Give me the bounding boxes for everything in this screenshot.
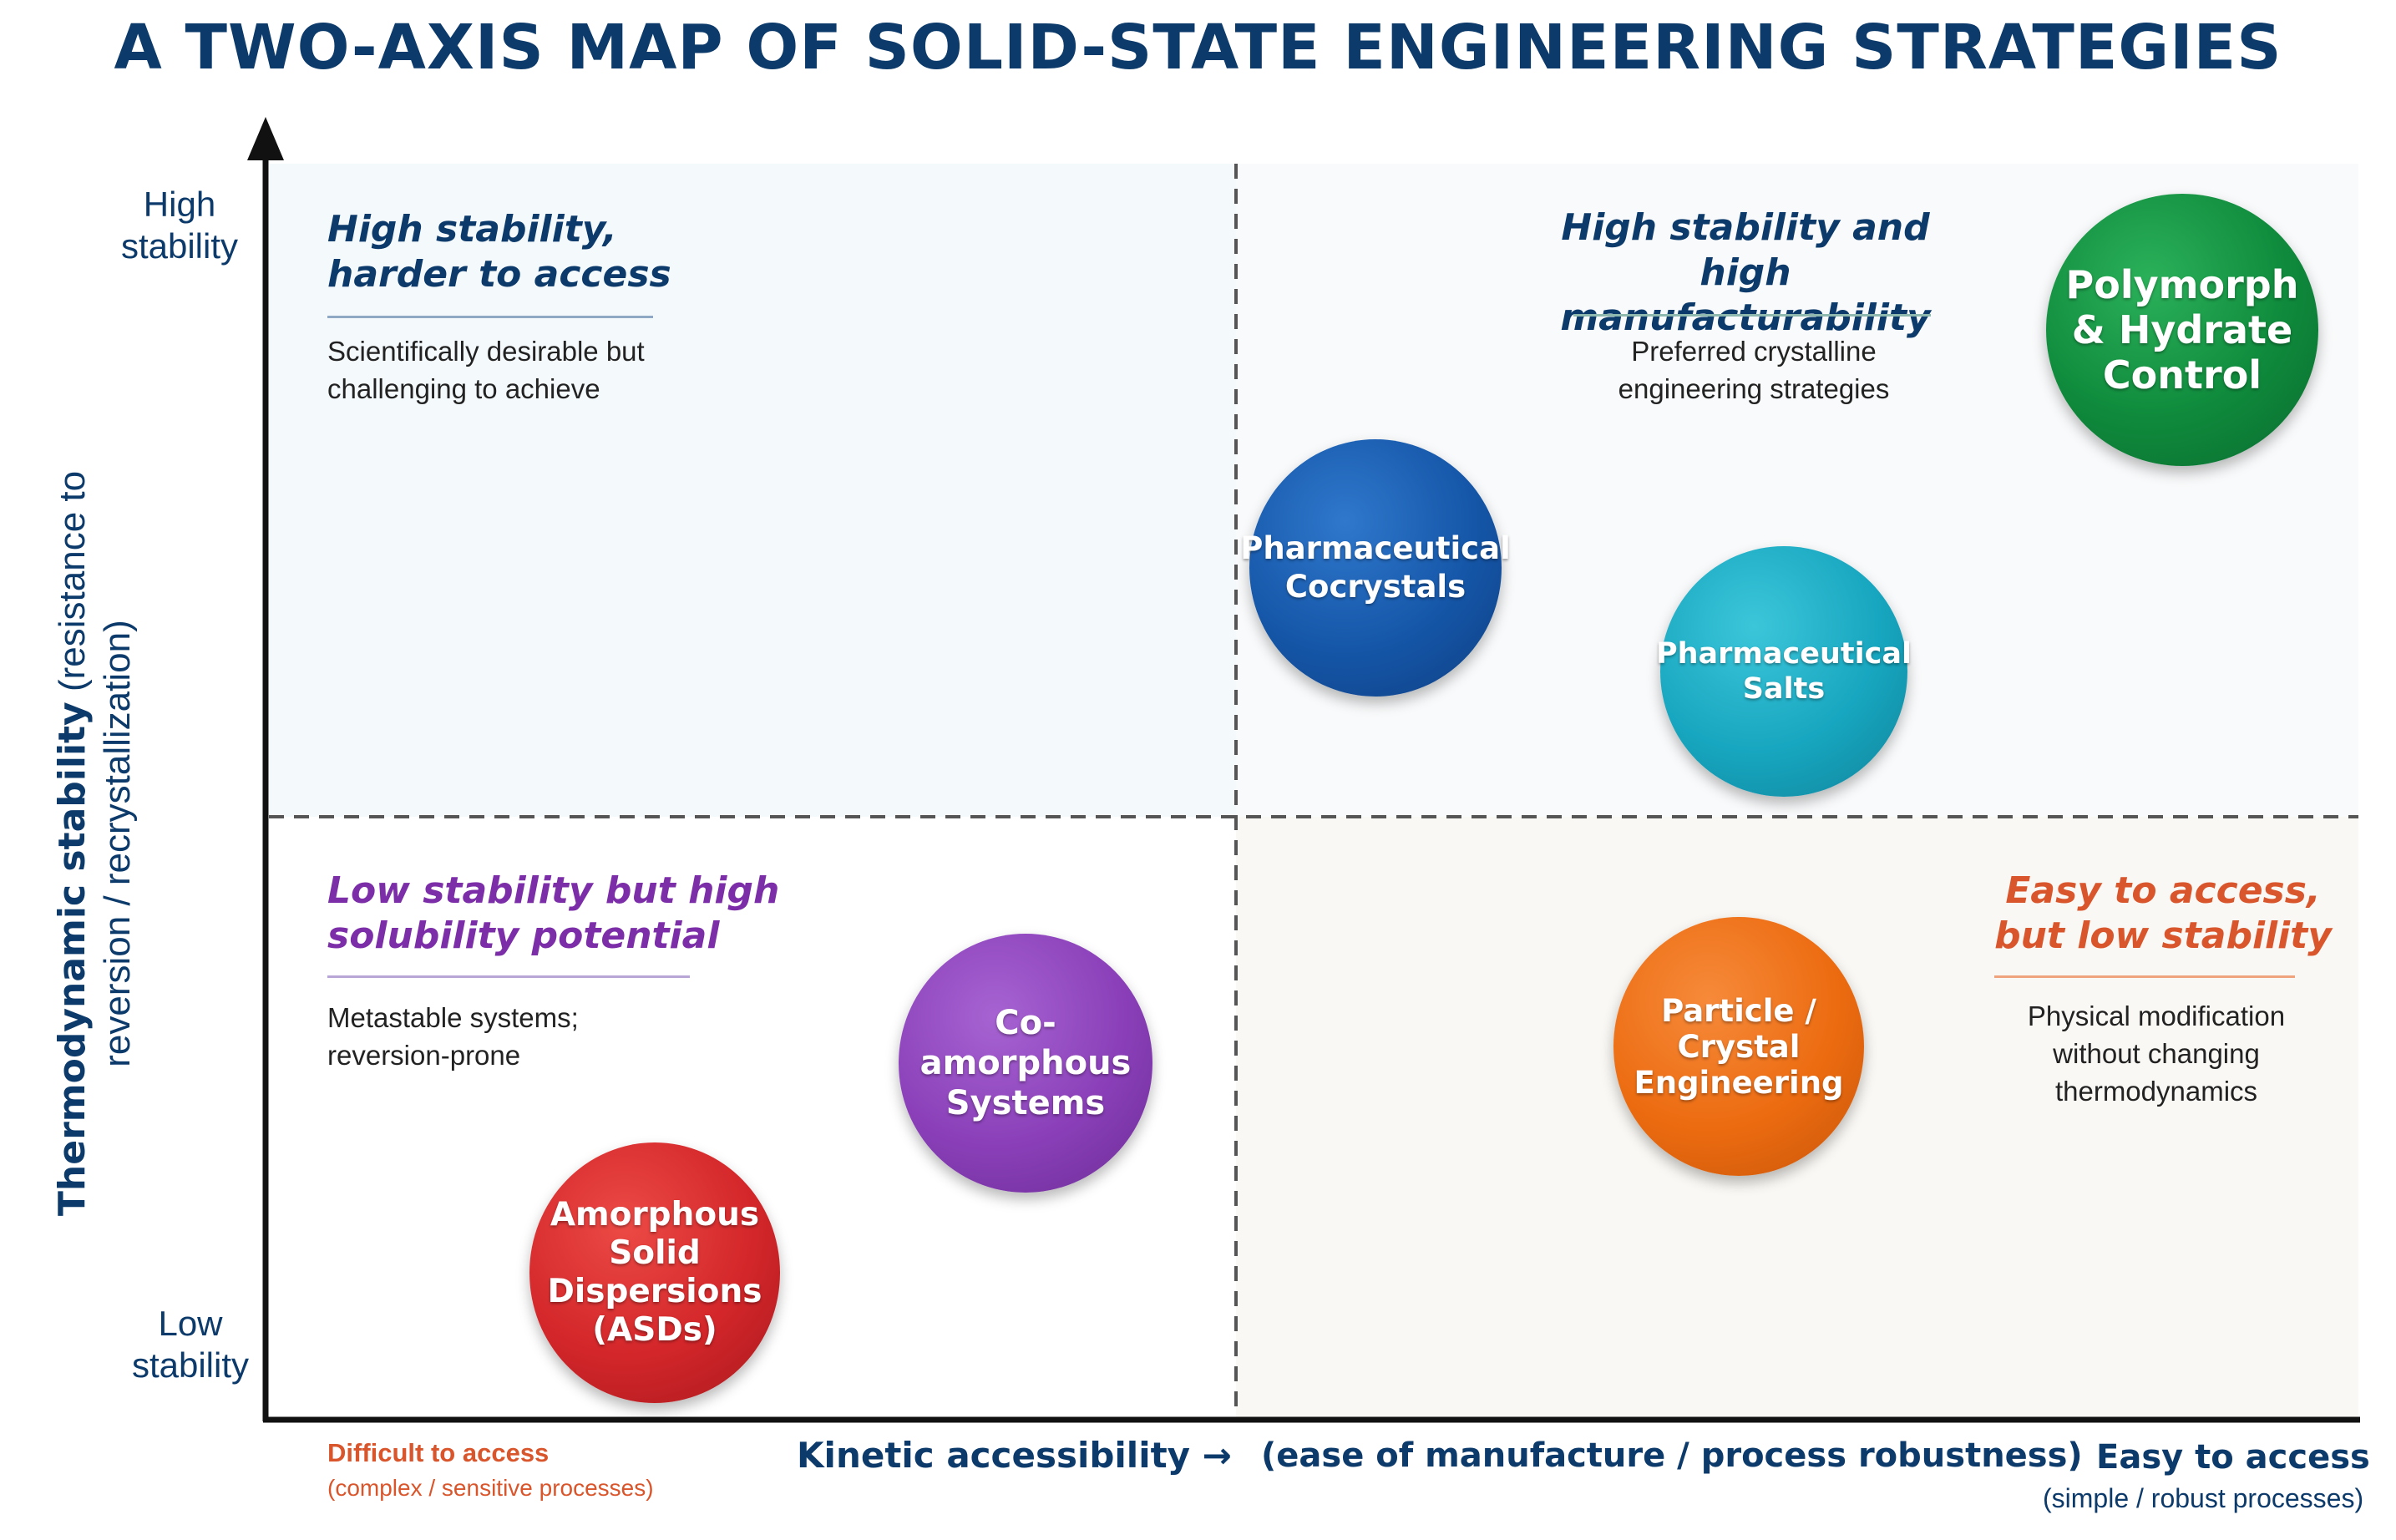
quadrant-bottom-right-heading: Easy to access, but low stability (1994, 869, 2332, 957)
quadrant-top-left-rule (327, 316, 653, 318)
bubble-pharmaceutical-salts: Pharmaceutical Salts (1656, 546, 1912, 797)
y-axis-title-bold: Thermodynamic stability (51, 702, 94, 1217)
bubble-pharmaceutical-salts-label: Pharmaceutical Salts (1655, 637, 1912, 706)
page-title: A TWO-AXIS MAP OF SOLID-STATE ENGINEERIN… (114, 12, 2282, 84)
x-axis-left-label: Difficult to access (327, 1438, 550, 1467)
quadrant-top-left-heading: High stability, harder to access (327, 208, 671, 296)
quadrant-top-right-description: Preferred crystalline engineering strate… (1618, 336, 1890, 404)
y-axis-arrowhead (247, 117, 284, 160)
quadrant-top-left-description: Scientifically desirable but challenging… (327, 336, 645, 404)
bubble-amorphous-solid-dispersions-label: Amorphous Solid Dispersions (ASDs) (547, 1196, 762, 1349)
bubble-particle-crystal-engineering: Particle / Crystal Engineering (1613, 917, 1864, 1176)
quadrant-bottom-left-description: Metastable systems; reversion-prone (327, 1002, 579, 1071)
bubble-amorphous-solid-dispersions: Amorphous Solid Dispersions (ASDs) (529, 1142, 780, 1403)
quadrant-bottom-right-rule (1994, 975, 2295, 978)
quadrant-bottom-left-rule (327, 975, 690, 978)
quadrant-top-left-background (269, 164, 1236, 817)
bubble-particle-crystal-engineering-label: Particle / Crystal Engineering (1634, 992, 1844, 1101)
x-axis-title: Kinetic accessibility → (797, 1435, 1232, 1476)
x-axis-title-note: (ease of manufacture / process robustnes… (1261, 1436, 2083, 1475)
bubble-polymorph-hydrate-control: Polymorph & Hydrate Control (2046, 194, 2318, 466)
bubble-co-amorphous-systems: Co-amorphous Systems (899, 934, 1152, 1193)
quadrant-bottom-right-description: Physical modification without changing t… (2027, 1000, 2286, 1107)
y-axis-low-label: Low stability (131, 1304, 250, 1385)
quadrant-bottom-left-heading: Low stability but high solubility potent… (327, 869, 780, 957)
bubble-polymorph-hydrate-control-label: Polymorph & Hydrate Control (2065, 262, 2299, 398)
bubble-pharmaceutical-cocrystals: Pharmaceutical Cocrystals (1240, 439, 1511, 697)
x-axis-right-label: Easy to access (2096, 1438, 2370, 1477)
x-axis-right-sublabel: (simple / robust processes) (2043, 1483, 2364, 1513)
x-axis-left-sublabel: (complex / sensitive processes) (327, 1475, 654, 1501)
bubble-pharmaceutical-cocrystals-label: Pharmaceutical Cocrystals (1240, 530, 1511, 605)
quadrant-top-right-heading: High stability and high manufacturabilit… (1560, 206, 1931, 339)
y-axis-title: Thermodynamic stability (resistance to r… (50, 468, 150, 1219)
y-axis-high-label: High stability (120, 185, 239, 266)
bubble-co-amorphous-systems-label: Co-amorphous Systems (919, 1004, 1132, 1122)
quadrant-top-right-rule (1573, 314, 1931, 317)
